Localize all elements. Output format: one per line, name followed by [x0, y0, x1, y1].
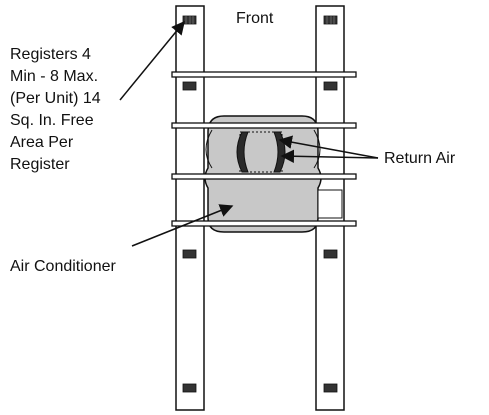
register-grille-lines: [185, 16, 335, 24]
return-air-label: Return Air: [384, 150, 456, 167]
registers-line-3: (Per Unit) 14: [10, 90, 101, 107]
registers-label: Registers 4 Min - 8 Max. (Per Unit) 14 S…: [10, 44, 101, 176]
register-left-3: [182, 249, 197, 259]
register-right-1: [323, 15, 338, 25]
air-conditioner-arrow: [131, 204, 234, 247]
registers: [182, 15, 338, 393]
register-left-1: [182, 15, 197, 25]
return-air-arrow-upper: [278, 135, 379, 159]
unit-right-bulge: [313, 129, 321, 169]
registers-line-1: Registers 4: [10, 46, 91, 63]
return-air-arrow-lower: [280, 149, 379, 163]
return-air-vent-left: [236, 131, 249, 173]
registers-line-4: Sq. In. Free: [10, 112, 94, 129]
registers-line-5: Area Per: [10, 134, 74, 151]
air-conditioner-label: Air Conditioner: [10, 258, 116, 275]
joist-1: [171, 71, 357, 78]
joist-3: [171, 173, 357, 180]
registers-line-6: Register: [10, 156, 70, 173]
joist-4: [171, 220, 357, 227]
register-left-2: [182, 81, 197, 91]
unit-side-panel: [317, 189, 343, 219]
register-left-4: [182, 383, 197, 393]
left-rail: [175, 5, 205, 411]
joist-2: [171, 122, 357, 129]
register-right-3: [323, 249, 338, 259]
unit-left-bulge: [205, 129, 213, 169]
registers-arrow: [119, 20, 185, 101]
register-right-2: [323, 81, 338, 91]
front-label: Front: [236, 10, 274, 27]
register-right-4: [323, 383, 338, 393]
registers-line-2: Min - 8 Max.: [10, 68, 99, 85]
